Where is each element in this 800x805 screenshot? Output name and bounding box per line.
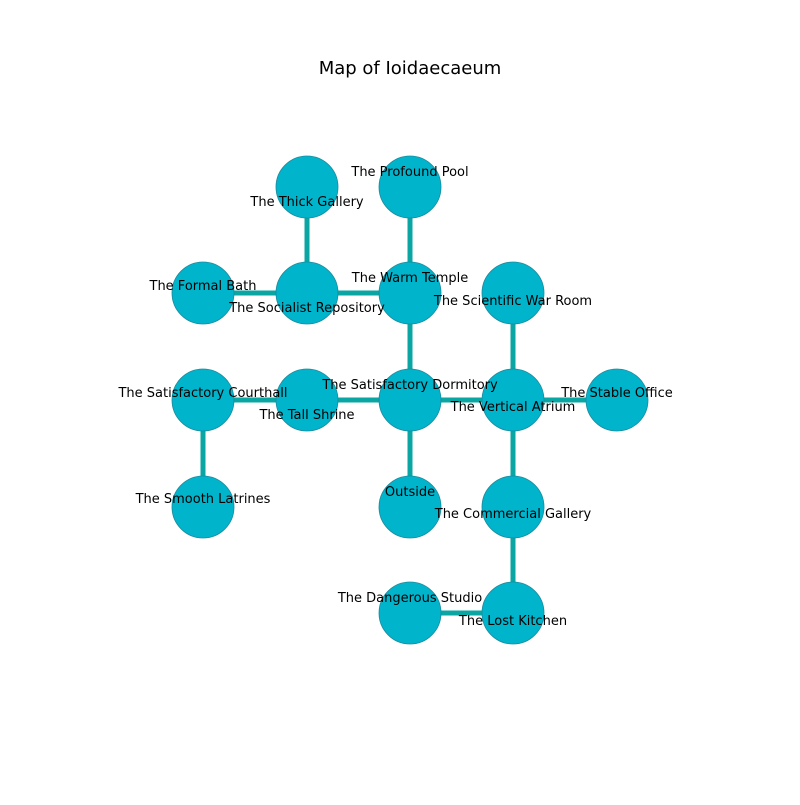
room-node-dangerous-studio (378, 581, 442, 645)
room-node-satisfactory-courthall (171, 368, 235, 432)
room-node-commercial-gallery (481, 475, 545, 539)
room-label-formal-bath: The Formal Bath (149, 279, 257, 294)
room-label-commercial-gallery: The Commercial Gallery (434, 507, 592, 522)
rooms-layer (171, 155, 649, 645)
room-node-tall-shrine (275, 368, 339, 432)
room-node-stable-office (585, 368, 649, 432)
room-label-outside: Outside (385, 485, 435, 500)
room-node-vertical-atrium (481, 368, 545, 432)
room-label-scientific-war-room: The Scientific War Room (433, 294, 592, 309)
room-node-scientific-war-room (481, 261, 545, 325)
room-label-tall-shrine: The Tall Shrine (258, 408, 354, 423)
room-label-socialist-repository: The Socialist Repository (228, 301, 385, 316)
room-label-profound-pool: The Profound Pool (350, 165, 468, 180)
room-label-thick-gallery: The Thick Gallery (249, 195, 364, 210)
room-node-warm-temple (378, 261, 442, 325)
room-label-warm-temple: The Warm Temple (351, 271, 468, 286)
room-node-thick-gallery (275, 155, 339, 219)
map-title: Map of Ioidaecaeum (319, 58, 502, 79)
room-label-satisfactory-courthall: The Satisfactory Courthall (117, 386, 287, 401)
room-label-lost-kitchen: The Lost Kitchen (458, 614, 567, 629)
room-label-smooth-latrines: The Smooth Latrines (135, 492, 271, 507)
room-label-dangerous-studio: The Dangerous Studio (337, 591, 482, 606)
room-node-outside (378, 475, 442, 539)
room-label-vertical-atrium: The Vertical Atrium (450, 400, 576, 415)
room-node-socialist-repository (275, 261, 339, 325)
room-node-formal-bath (171, 261, 235, 325)
room-node-satisfactory-dormitory (378, 368, 442, 432)
room-label-satisfactory-dormitory: The Satisfactory Dormitory (321, 378, 498, 393)
room-node-smooth-latrines (171, 475, 235, 539)
room-node-profound-pool (378, 155, 442, 219)
room-label-stable-office: The Stable Office (560, 386, 673, 401)
room-node-lost-kitchen (481, 581, 545, 645)
